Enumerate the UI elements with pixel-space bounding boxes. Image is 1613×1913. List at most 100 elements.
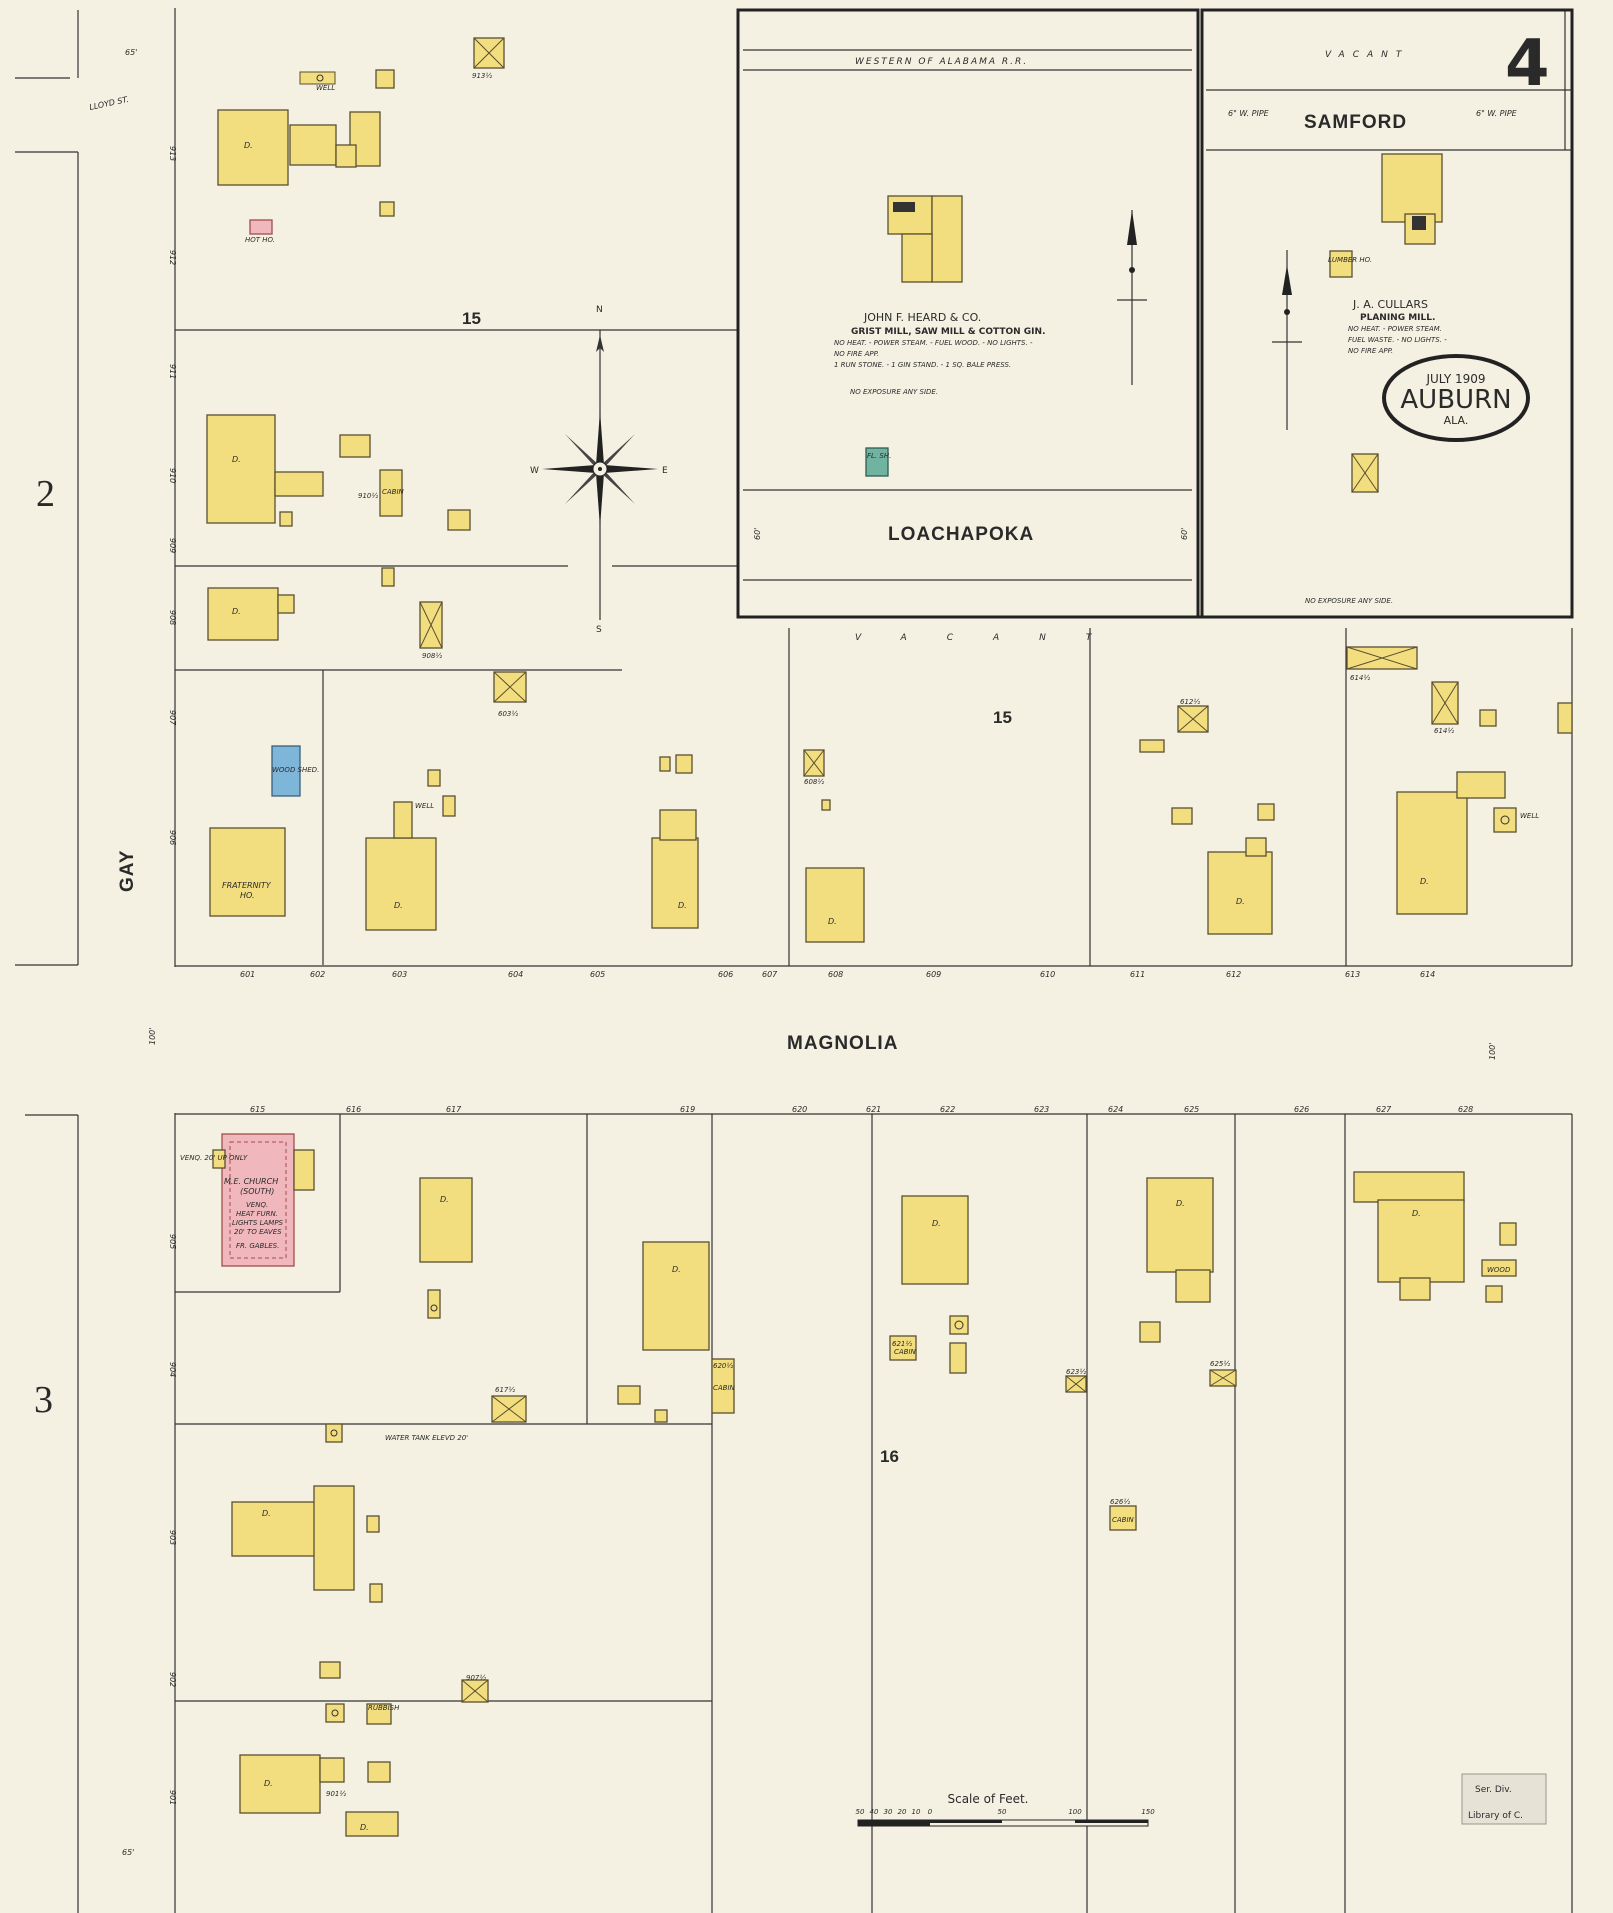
scale-tick-8: 150: [1141, 1808, 1155, 1816]
cullars-note-2: FUEL WASTE. - NO LIGHTS. -: [1348, 336, 1447, 344]
house-number-625: 625: [1184, 1105, 1199, 1114]
buildings-block-15-west: [206, 37, 699, 931]
house-number-912: 912: [168, 250, 177, 265]
well-label-top: WELL: [316, 84, 335, 92]
scale-tick-0: 50: [856, 1808, 865, 1816]
street-magnolia: MAGNOLIA: [787, 1033, 898, 1054]
fl-sh-label: FL. SH.: [867, 452, 891, 460]
house-number-904: 904: [168, 1362, 177, 1377]
house-number-907: 907: [168, 710, 177, 726]
half-number-13: 626½: [1110, 1498, 1130, 1506]
heard-note-2: NO FIRE APP.: [834, 350, 879, 358]
church-gables: FR. GABLES.: [236, 1242, 279, 1250]
house-number-913: 913: [168, 146, 177, 161]
house-number-608: 608: [828, 970, 843, 979]
stamp-line-1: Ser. Div.: [1475, 1785, 1512, 1795]
half-number-15: 901½: [326, 1790, 346, 1798]
house-number-626: 626: [1294, 1105, 1309, 1114]
block-number-15b: 15: [993, 708, 1012, 727]
dwelling-619: D.: [672, 1265, 681, 1274]
inset-heard: [736, 8, 1200, 619]
cullars-exposure: NO EXPOSURE ANY SIDE.: [1305, 597, 1393, 605]
house-number-602: 602: [310, 970, 325, 979]
house-number-623: 623: [1034, 1105, 1049, 1114]
dwelling-608: D.: [828, 917, 837, 926]
house-number-620: 620: [792, 1105, 807, 1114]
house-number-902: 902: [168, 1672, 177, 1687]
church-sub: (SOUTH): [240, 1187, 274, 1196]
church-vent: VENQ.: [246, 1201, 268, 1209]
dwelling-901a: D.: [360, 1823, 369, 1832]
house-number-603: 603: [392, 970, 407, 979]
scale-tick-1: 40: [870, 1808, 879, 1816]
vacant-top: VACANT: [1325, 50, 1409, 60]
house-number-609: 609: [926, 970, 941, 979]
half-number-3: 603½: [498, 710, 518, 718]
dwelling-617: D.: [440, 1195, 449, 1204]
scale-tick-4: 10: [912, 1808, 921, 1816]
heard-note-1: NO HEAT. - POWER STEAM. - FUEL WOOD. - N…: [834, 339, 1033, 347]
half-number-7: 614½: [1350, 674, 1370, 682]
pipe-left: 6" W. PIPE: [1228, 109, 1270, 118]
house-number-616: 616: [346, 1105, 361, 1114]
dwelling-913: D.: [244, 141, 253, 150]
heard-note-3: 1 RUN STONE. - 1 GIN STAND. - 1 SQ. BALE…: [834, 361, 1011, 369]
dwelling-901: D.: [264, 1779, 273, 1788]
half-number-0: 913½: [472, 72, 492, 80]
church-heat: HEAT FURN.: [236, 1210, 278, 1218]
dwelling-910: D.: [232, 455, 241, 464]
half-number-8: 617½: [495, 1386, 515, 1394]
buildings-magnolia-north-east: [803, 646, 1573, 943]
stamp-line-2: Library of C.: [1468, 1811, 1523, 1821]
house-number-901: 901: [168, 1790, 177, 1805]
cabin-label-910: CABIN: [382, 488, 405, 496]
wood-shed-label: WOOD SHED.: [272, 766, 319, 774]
street-samford: SAMFORD: [1304, 112, 1407, 133]
church-lights: LIGHTS LAMPS: [232, 1219, 284, 1227]
dwelling-908: D.: [232, 607, 241, 616]
compass-n: N: [596, 305, 603, 315]
house-number-604: 604: [508, 970, 523, 979]
wood-label-627: WOOD: [1487, 1266, 1511, 1274]
house-number-610: 610: [1040, 970, 1055, 979]
key-sheet-2: 2: [36, 473, 55, 515]
scale-tick-2: 30: [884, 1808, 893, 1816]
block-lines: [15, 8, 1573, 1913]
heard-exposure: NO EXPOSURE ANY SIDE.: [850, 388, 938, 396]
house-number-615: 615: [250, 1105, 265, 1114]
heard-mill: [865, 195, 963, 477]
width-label-60-left: 60': [753, 528, 762, 540]
half-number-6: 614½: [1434, 727, 1454, 735]
dwelling-627: D.: [1412, 1209, 1421, 1218]
heard-subtitle: GRIST MILL, SAW MILL & COTTON GIN.: [851, 327, 1045, 337]
house-number-905: 905: [168, 1234, 177, 1249]
half-house-numbers: 913½910½908½603½608½612½614½614½617½620½…: [326, 72, 1454, 1798]
house-number-622: 622: [940, 1105, 955, 1114]
hot-house-label: HOT HO.: [245, 236, 275, 244]
cabin-label-620: CABIN: [713, 1384, 736, 1392]
well-label-603: WELL: [415, 802, 434, 810]
house-number-910: 910: [168, 468, 177, 483]
dwelling-614: D.: [1420, 877, 1429, 886]
house-number-909: 909: [168, 538, 177, 553]
dwelling-624: D.: [1176, 1199, 1185, 1208]
north-arrow-cullars: [1272, 250, 1302, 430]
church-name: M.E. CHURCH: [224, 1177, 278, 1186]
cartouche-city: AUBURN: [1400, 385, 1511, 415]
half-number-2: 908½: [422, 652, 442, 660]
dwelling-903: D.: [262, 1509, 271, 1518]
cabin-label-624: CABIN: [1112, 1516, 1135, 1524]
dwelling-606: D.: [678, 901, 687, 910]
house-number-611: 611: [1130, 970, 1145, 979]
house-number-628: 628: [1458, 1105, 1473, 1114]
cullars-subtitle: PLANING MILL.: [1360, 313, 1435, 323]
church-vent-note: VENQ. 20' UP ONLY: [180, 1154, 248, 1162]
house-number-612: 612: [1226, 970, 1241, 979]
key-sheet-3: 3: [34, 1379, 53, 1421]
house-number-911: 911: [168, 364, 177, 379]
